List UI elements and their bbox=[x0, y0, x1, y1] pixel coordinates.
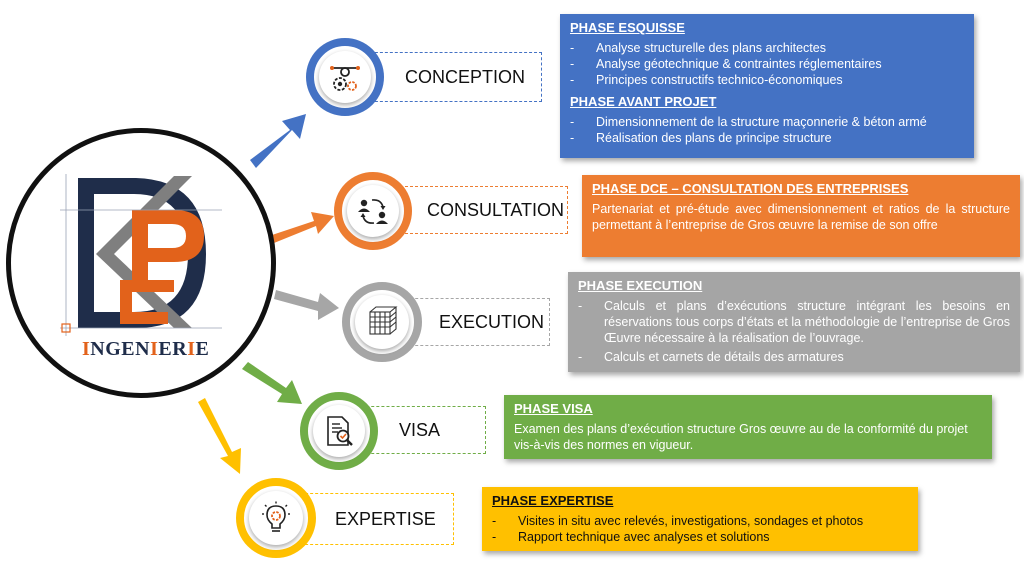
logo-wordmark: INGENIERIE bbox=[82, 338, 212, 362]
step-label-text: EXECUTION bbox=[439, 311, 545, 332]
phase-list: Analyse structurelle des plans architect… bbox=[570, 40, 964, 88]
list-item: Rapport technique avec analyses et solut… bbox=[492, 529, 908, 545]
step-circle-visa bbox=[300, 392, 378, 470]
phase-box-expertise: PHASE EXPERTISE Visites in situ avec rel… bbox=[482, 487, 918, 551]
step-circle-conception bbox=[306, 38, 384, 116]
list-item: Réalisation des plans de principe struct… bbox=[570, 130, 964, 146]
step-label-expertise: EXPERTISE bbox=[290, 493, 454, 545]
arrow-execution bbox=[274, 290, 339, 320]
arrow-visa bbox=[242, 362, 302, 404]
phase-box-visa: PHASE VISA Examen des plans d’exécution … bbox=[504, 395, 992, 459]
logo-letter: I bbox=[187, 338, 196, 360]
phase-text: Examen des plans d’exécution structure G… bbox=[514, 422, 968, 452]
phase-list: Dimensionnement de la structure maçonner… bbox=[570, 114, 964, 146]
phase-title: PHASE EXECUTION bbox=[578, 278, 703, 293]
phase-text: Partenariat et pré-étude avec dimensionn… bbox=[592, 202, 1010, 232]
phase-list: Visites in situ avec relevés, investigat… bbox=[492, 513, 908, 545]
step-circle-expertise bbox=[236, 478, 316, 558]
list-item: Analyse structurelle des plans architect… bbox=[570, 40, 964, 56]
building-structure-icon bbox=[369, 306, 398, 335]
phase-title: PHASE DCE – CONSULTATION DES ENTREPRISES bbox=[592, 181, 909, 196]
step-label-consultation: CONSULTATION bbox=[390, 186, 568, 234]
phase-list: Calculs et plans d’exécutions structure … bbox=[578, 298, 1010, 365]
gear-drone-icon bbox=[330, 66, 360, 91]
arrow-expertise bbox=[198, 398, 241, 474]
logo-letter: E bbox=[195, 338, 210, 360]
list-item: Visites in situ avec relevés, investigat… bbox=[492, 513, 908, 529]
phase-title: PHASE ESQUISSE bbox=[570, 20, 685, 35]
phase-title: PHASE EXPERTISE bbox=[492, 493, 614, 508]
logo-emblem-icon bbox=[60, 174, 222, 336]
phase-title: PHASE AVANT PROJET bbox=[570, 94, 717, 109]
logo-letter: I bbox=[150, 338, 159, 360]
step-label-execution: EXECUTION bbox=[400, 298, 550, 346]
list-item: Calculs et plans d’exécutions structure … bbox=[578, 298, 1010, 346]
phase-title: PHASE VISA bbox=[514, 401, 593, 416]
people-exchange-icon bbox=[358, 199, 388, 224]
logo-letter: ER bbox=[158, 338, 188, 360]
step-label-text: VISA bbox=[399, 419, 441, 440]
list-item: Analyse géotechnique & contraintes régle… bbox=[570, 56, 964, 72]
logo-letter: I bbox=[82, 338, 91, 360]
phase-box-consultation: PHASE DCE – CONSULTATION DES ENTREPRISES… bbox=[582, 175, 1020, 257]
step-label-text: CONSULTATION bbox=[427, 199, 565, 220]
lightbulb-gear-icon bbox=[262, 501, 290, 532]
step-label-text: CONCEPTION bbox=[405, 66, 526, 87]
phase-box-execution: PHASE EXECUTION Calculs et plans d’exécu… bbox=[568, 272, 1020, 372]
phase-box-conception: PHASE ESQUISSE Analyse structurelle des … bbox=[560, 14, 974, 158]
logo-letter: NGEN bbox=[90, 338, 151, 360]
arrow-consultation bbox=[272, 212, 334, 243]
list-item: Dimensionnement de la structure maçonner… bbox=[570, 114, 964, 130]
step-label-conception: CONCEPTION bbox=[360, 52, 542, 102]
list-item: Calculs et carnets de détails des armatu… bbox=[578, 349, 1010, 365]
step-circle-execution bbox=[342, 282, 422, 362]
arrow-conception bbox=[250, 114, 306, 168]
step-label-text: EXPERTISE bbox=[335, 508, 436, 529]
step-circle-consultation bbox=[334, 172, 412, 250]
document-check-icon bbox=[327, 416, 353, 446]
list-item: Principes constructifs technico-économiq… bbox=[570, 72, 964, 88]
